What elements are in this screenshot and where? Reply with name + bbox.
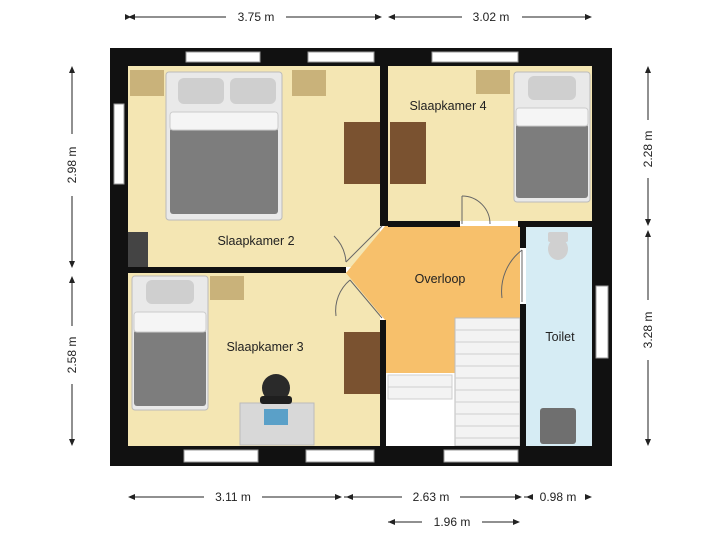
staircase xyxy=(387,317,521,447)
nightstand xyxy=(292,70,326,96)
windows xyxy=(113,51,609,463)
doors xyxy=(333,195,523,319)
floor-overloop xyxy=(346,226,520,373)
room-label-slaapkamer-3: Slaapkamer 3 xyxy=(226,340,303,354)
room-label-toilet: Toilet xyxy=(545,330,575,344)
desk xyxy=(390,122,426,184)
nightstand xyxy=(210,276,244,300)
dimension-left-upper: 2.98 m xyxy=(65,147,79,184)
dimension-right-upper: 2.28 m xyxy=(641,131,655,168)
dimension-left-lower: 2.58 m xyxy=(65,337,79,374)
single-bed xyxy=(513,71,591,203)
double-bed xyxy=(165,71,283,221)
dimension-bottom-2: 2.63 m xyxy=(413,490,450,504)
dimension-top-left: 3.75 m xyxy=(238,10,275,24)
room-label-slaapkamer-4: Slaapkamer 4 xyxy=(409,99,486,113)
dimension-right-lower: 3.28 m xyxy=(641,312,655,349)
wardrobe xyxy=(344,122,380,184)
room-label-overloop: Overloop xyxy=(415,272,466,286)
single-bed xyxy=(131,275,209,411)
sink-cabinet xyxy=(540,408,576,444)
toilet-bowl xyxy=(548,232,568,260)
chimney xyxy=(128,232,148,268)
dimension-bottom-stair: 1.96 m xyxy=(434,515,471,529)
nightstand xyxy=(130,70,164,96)
dimension-top-right: 3.02 m xyxy=(473,10,510,24)
dimension-bottom-3: 0.98 m xyxy=(540,490,577,504)
nightstand xyxy=(476,70,510,94)
desk-with-chair xyxy=(239,374,315,446)
wardrobe xyxy=(344,332,380,394)
dimension-ticks xyxy=(69,14,651,525)
dimension-bottom-1: 3.11 m xyxy=(215,490,251,504)
room-label-slaapkamer-2: Slaapkamer 2 xyxy=(217,234,294,248)
